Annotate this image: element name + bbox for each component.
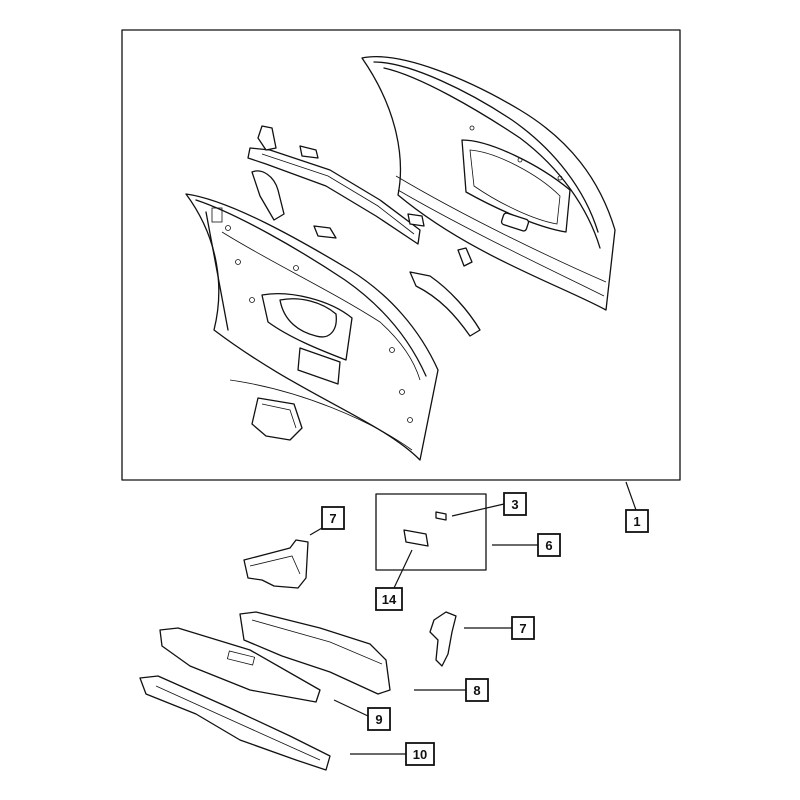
parts-inset-box: [375, 493, 487, 571]
svg-text:8: 8: [473, 683, 480, 698]
small-brackets-group: [251, 125, 481, 441]
liftgate-inner-panel: [185, 193, 439, 461]
leader-lines: [309, 481, 637, 755]
clip-parts-3-14: [403, 511, 447, 547]
sill-part-10: [139, 675, 331, 771]
callout-3: 3: [503, 492, 527, 516]
svg-text:10: 10: [413, 747, 427, 762]
liftgate-outer-panel: [361, 56, 616, 311]
bracket-part-7-lower: [429, 611, 457, 667]
svg-text:9: 9: [375, 712, 382, 727]
callout-7-upper: 7: [321, 506, 345, 530]
svg-text:7: 7: [519, 621, 526, 636]
callout-14: 14: [375, 587, 403, 611]
callout-10: 10: [405, 742, 435, 766]
svg-text:7: 7: [329, 511, 336, 526]
callout-9: 9: [367, 707, 391, 731]
callout-6: 6: [537, 533, 561, 557]
panel-part-9: [159, 627, 321, 703]
bracket-part-7-upper: [243, 539, 309, 589]
svg-text:3: 3: [511, 497, 518, 512]
hinge-reinforcement-strip: [247, 147, 421, 245]
callout-8: 8: [465, 678, 489, 702]
callout-1: 1: [625, 509, 649, 533]
svg-text:6: 6: [545, 538, 552, 553]
svg-text:1: 1: [633, 514, 640, 529]
callout-7-lower: 7: [511, 616, 535, 640]
rail-part-8: [239, 611, 391, 695]
svg-text:14: 14: [382, 592, 397, 607]
